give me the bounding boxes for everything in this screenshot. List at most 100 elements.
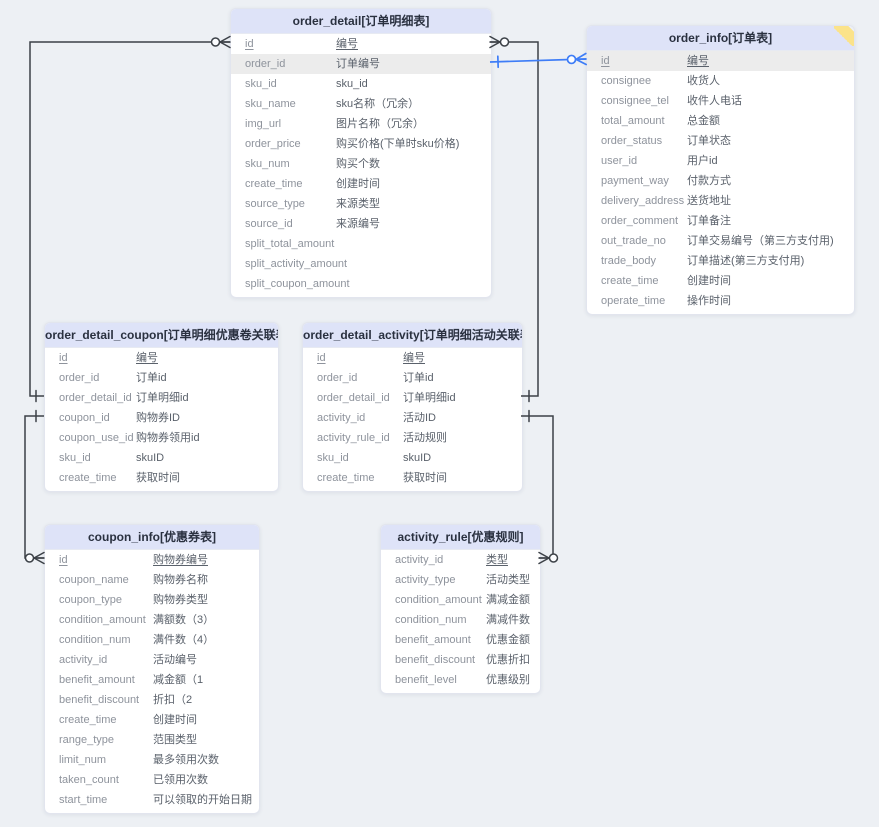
field-row[interactable]: benefit_level 优惠级别 bbox=[381, 670, 540, 690]
field-name: order_price bbox=[245, 138, 301, 150]
field-name: create_time bbox=[601, 275, 659, 287]
field-name: order_id bbox=[317, 372, 358, 384]
relation-line[interactable] bbox=[521, 415, 554, 559]
relation-line[interactable] bbox=[24, 415, 44, 559]
table-title[interactable]: order_info[订单表] bbox=[587, 26, 854, 51]
field-name: img_url bbox=[245, 118, 282, 130]
field-name: delivery_address bbox=[601, 195, 685, 207]
field-comment: 编号 bbox=[403, 352, 425, 364]
field-comment: 活动规则 bbox=[403, 432, 447, 444]
table-title[interactable]: order_detail[订单明细表] bbox=[231, 9, 491, 34]
field-comment: 优惠级别 bbox=[486, 674, 530, 686]
table-title[interactable]: activity_rule[优惠规则] bbox=[381, 525, 540, 550]
table-title[interactable]: coupon_info[优惠券表] bbox=[45, 525, 259, 550]
field-name: activity_type bbox=[395, 574, 456, 586]
field-name: benefit_level bbox=[395, 674, 457, 686]
field-name: out_trade_no bbox=[601, 235, 666, 247]
field-row[interactable]: split_total_amount bbox=[231, 234, 491, 254]
cardinality-marker bbox=[33, 557, 45, 565]
relation-line[interactable] bbox=[490, 41, 539, 397]
relation-order_detail_coupon-coupon_id--coupon_info-id bbox=[24, 409, 45, 565]
table-title[interactable]: order_detail_activity[订单明细活动关联表] bbox=[303, 323, 522, 348]
field-row[interactable]: split_coupon_amount bbox=[231, 274, 491, 294]
field-name: split_activity_amount bbox=[245, 258, 348, 270]
field-comment: 创建时间 bbox=[336, 178, 380, 190]
field-comment: 订单明细id bbox=[403, 392, 456, 404]
field-comment: 活动编号 bbox=[153, 654, 197, 666]
cardinality-marker bbox=[489, 41, 501, 49]
cardinality-marker bbox=[538, 551, 550, 559]
relation-line[interactable] bbox=[29, 41, 230, 397]
table-title[interactable]: order_detail_coupon[订单明细优惠卷关联表] bbox=[45, 323, 278, 348]
field-comment: 编号 bbox=[687, 55, 709, 67]
field-row[interactable]: split_activity_amount bbox=[231, 254, 491, 274]
field-comment: 满减件数 bbox=[486, 614, 530, 626]
field-comment: 范围类型 bbox=[153, 734, 197, 746]
